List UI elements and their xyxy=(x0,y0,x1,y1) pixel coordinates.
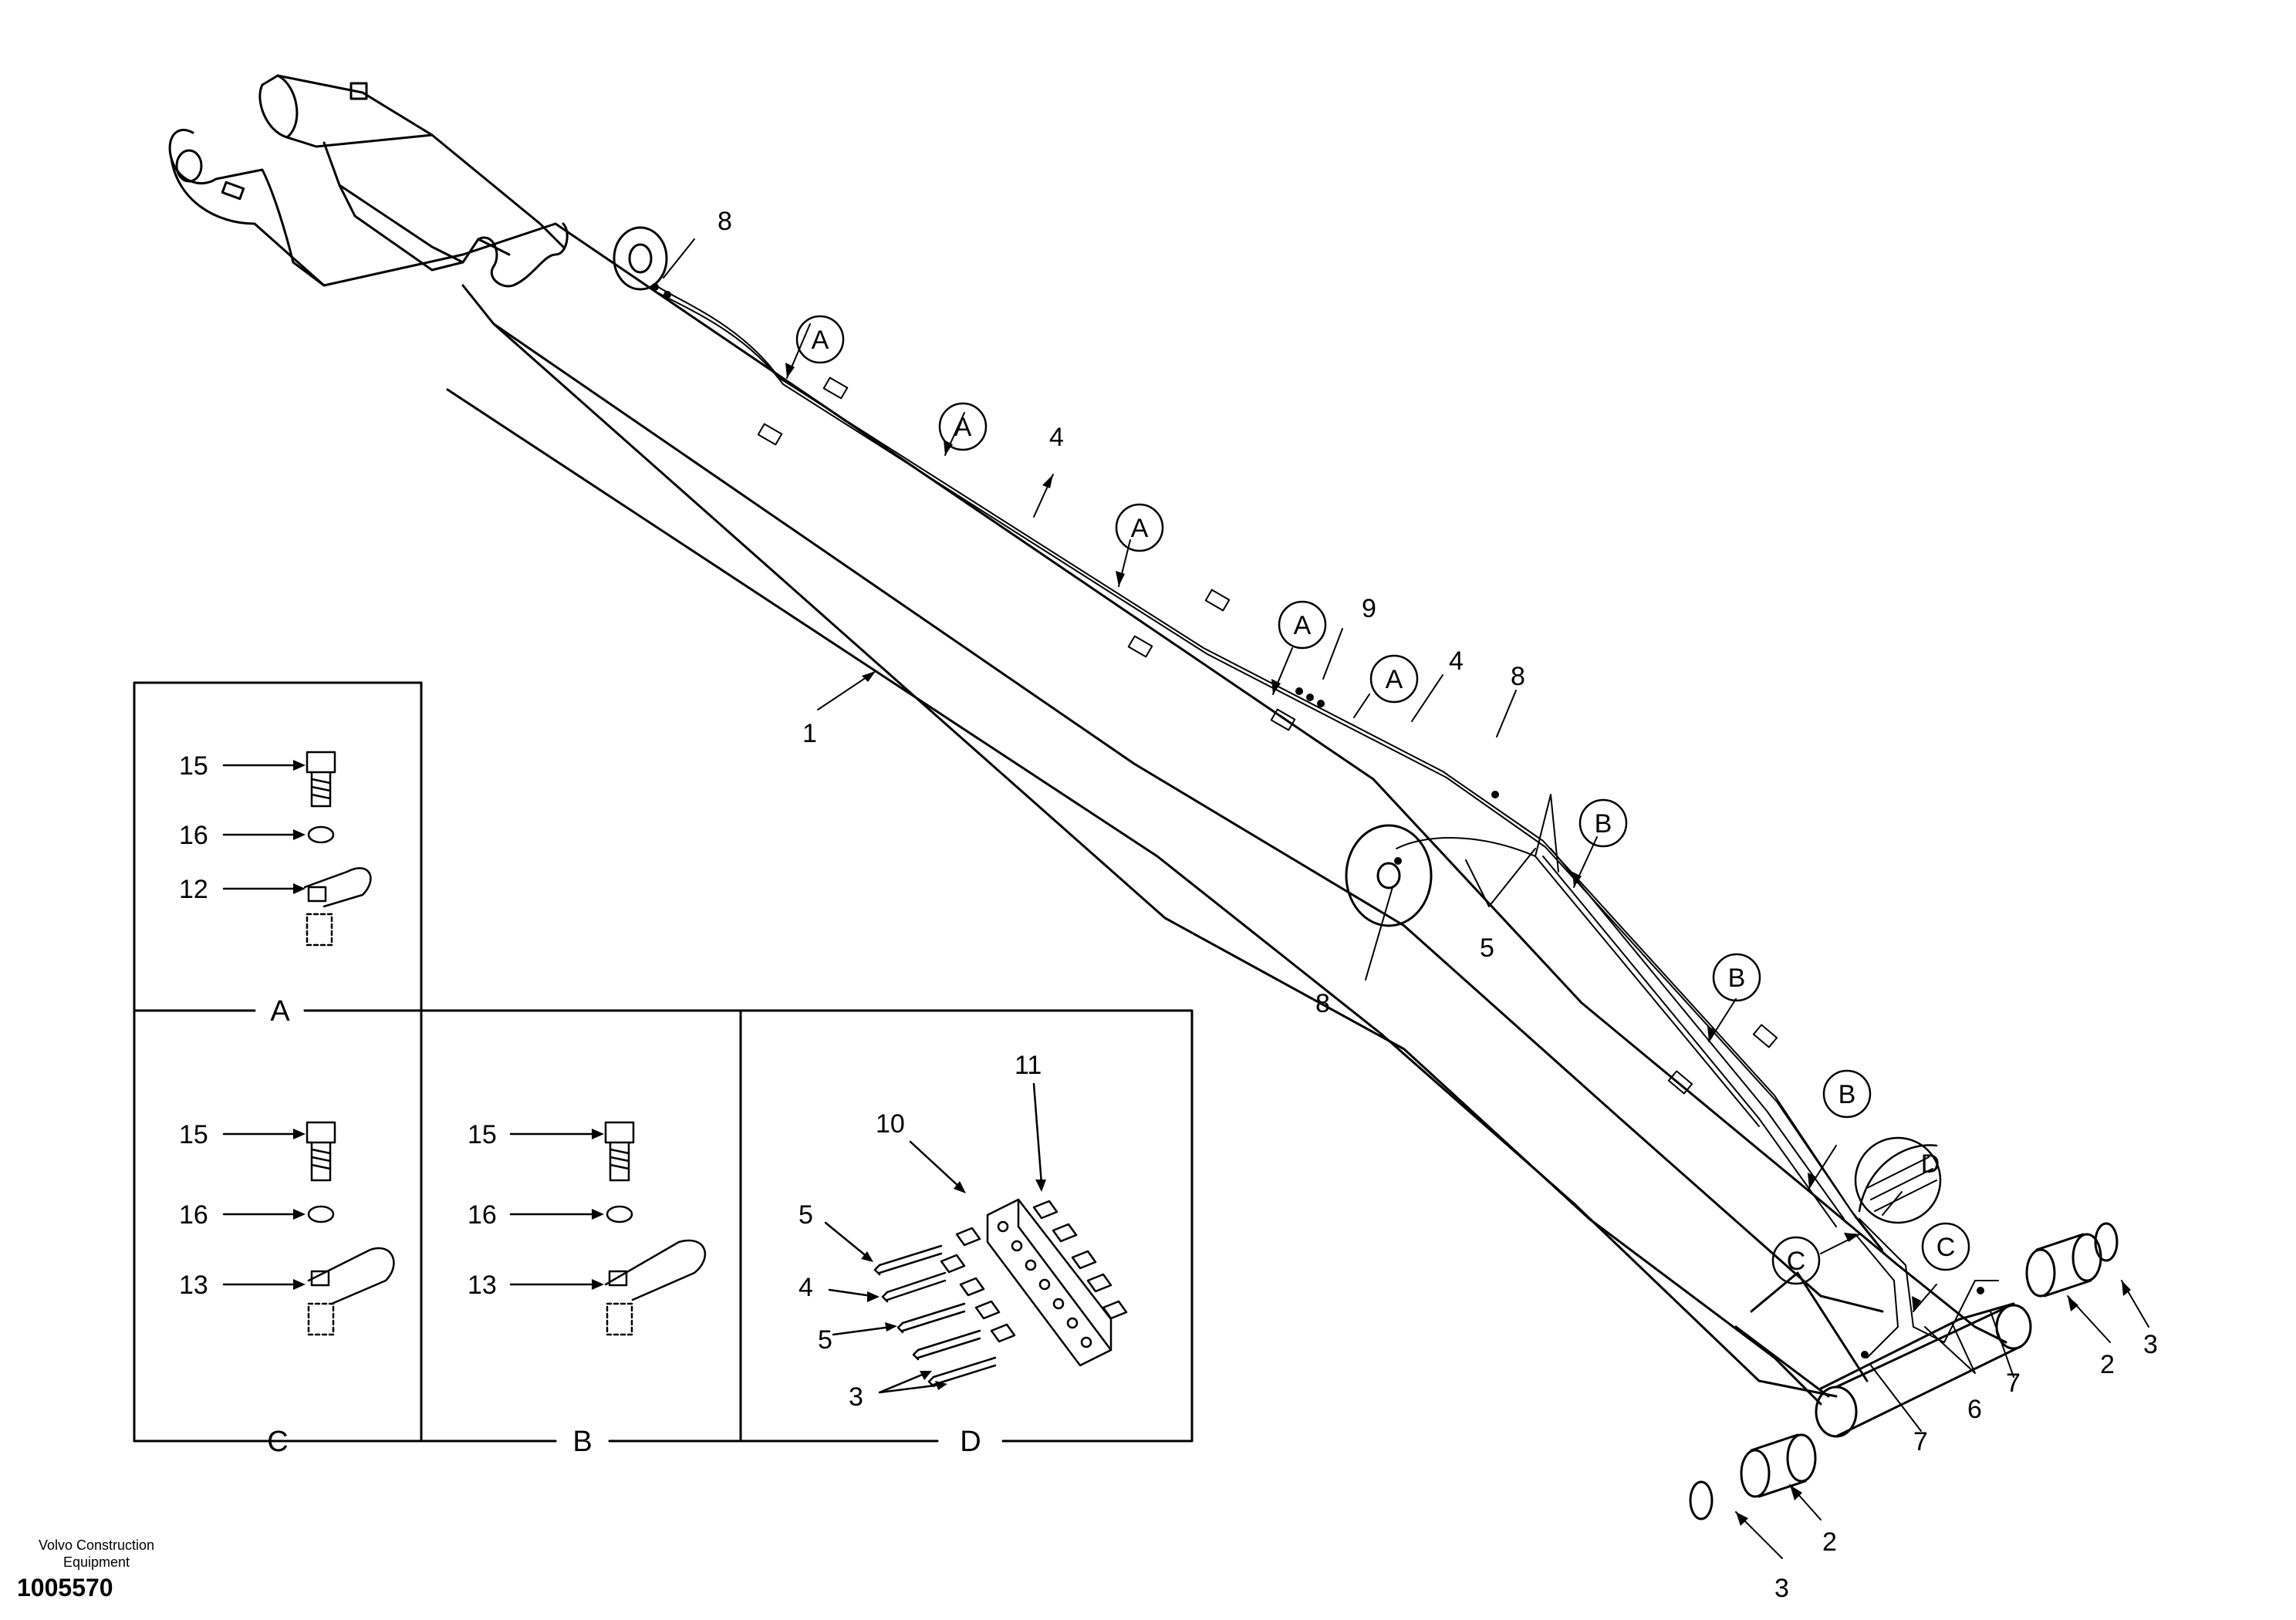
panel-b-letter: B xyxy=(572,1426,592,1458)
callout-leaders xyxy=(663,238,2149,1559)
callout-6: 6 xyxy=(1967,1395,1982,1424)
callout-1: 1 xyxy=(802,719,817,748)
panel-d-label-11: 11 xyxy=(1015,1051,1042,1080)
ref-b-3: B xyxy=(1838,1080,1856,1109)
callout-7-left: 7 xyxy=(1913,1427,1928,1456)
panel-c-label-15: 15 xyxy=(179,1120,208,1149)
reference-letters: A A A A A B B B C C D xyxy=(812,326,1956,1276)
ref-a-4: A xyxy=(1294,611,1312,640)
panel-d-label-5b: 5 xyxy=(818,1325,832,1355)
panel-a-label-16: 16 xyxy=(179,821,208,850)
callout-8-mid: 8 xyxy=(1511,662,1525,691)
brand-line-1: Volvo Construction xyxy=(38,1537,155,1553)
boom-arm xyxy=(168,74,2032,1438)
detail-panel-labels: 15 16 12 A 15 16 13 C 15 16 13 B 11 10 5… xyxy=(179,751,1042,1458)
callout-labels: 1 4 4 8 9 8 5 8 6 7 7 2 3 2 3 xyxy=(718,207,2158,1603)
panel-d-label-10: 10 xyxy=(876,1109,905,1139)
reference-circles xyxy=(795,315,1970,1285)
panel-c-letter: C xyxy=(267,1426,288,1458)
panel-leaders xyxy=(222,764,1043,1394)
ref-a-1: A xyxy=(812,326,829,355)
callout-7-right: 7 xyxy=(2006,1369,2021,1398)
panel-c-label-13: 13 xyxy=(179,1271,208,1300)
callout-9: 9 xyxy=(1362,594,1376,623)
detail-d-connector xyxy=(1866,1156,1937,1212)
panel-d-label-4: 4 xyxy=(799,1273,813,1302)
panel-a-label-12: 12 xyxy=(179,875,208,904)
ref-b-2: B xyxy=(1728,964,1746,993)
panel-b-label-16: 16 xyxy=(468,1200,497,1230)
ref-c-1: C xyxy=(1787,1247,1806,1276)
callout-3-left: 3 xyxy=(1774,1574,1789,1603)
bushings xyxy=(1689,1222,2119,1520)
panel-b-label-13: 13 xyxy=(468,1271,497,1300)
callout-8-low: 8 xyxy=(1315,989,1330,1018)
callout-2-left: 2 xyxy=(1822,1527,1837,1557)
ref-b-1: B xyxy=(1595,809,1612,839)
clamp-brackets xyxy=(757,376,1778,1095)
bolt-icons xyxy=(303,751,1128,1388)
hose-lines xyxy=(655,285,1999,1358)
document-number: 1005570 xyxy=(17,1574,113,1601)
callout-2-right: 2 xyxy=(2100,1350,2115,1379)
panel-a-letter: A xyxy=(270,995,290,1028)
ref-c-2: C xyxy=(1936,1233,1956,1262)
panel-c-label-16: 16 xyxy=(179,1200,208,1230)
ref-a-3: A xyxy=(1131,514,1149,543)
panel-d-label-5a: 5 xyxy=(799,1200,813,1230)
detail-panel-grid xyxy=(133,681,1194,1443)
panel-d-letter: D xyxy=(960,1426,981,1458)
callout-4-top: 4 xyxy=(1049,423,1064,452)
brand-label: Volvo Construction Equipment xyxy=(0,1537,193,1571)
callout-8-top: 8 xyxy=(718,207,732,236)
callout-4-mid: 4 xyxy=(1449,646,1464,676)
brand-line-2: Equipment xyxy=(62,1554,130,1570)
ref-a-2: A xyxy=(954,413,972,442)
ref-a-5: A xyxy=(1386,665,1403,694)
panel-b-label-15: 15 xyxy=(468,1120,497,1149)
callout-3-right: 3 xyxy=(2143,1330,2158,1359)
panel-a-label-15: 15 xyxy=(179,751,208,781)
ref-d-1: D xyxy=(1921,1149,1940,1179)
panel-d-label-3: 3 xyxy=(849,1382,863,1412)
callout-5: 5 xyxy=(1480,933,1494,963)
